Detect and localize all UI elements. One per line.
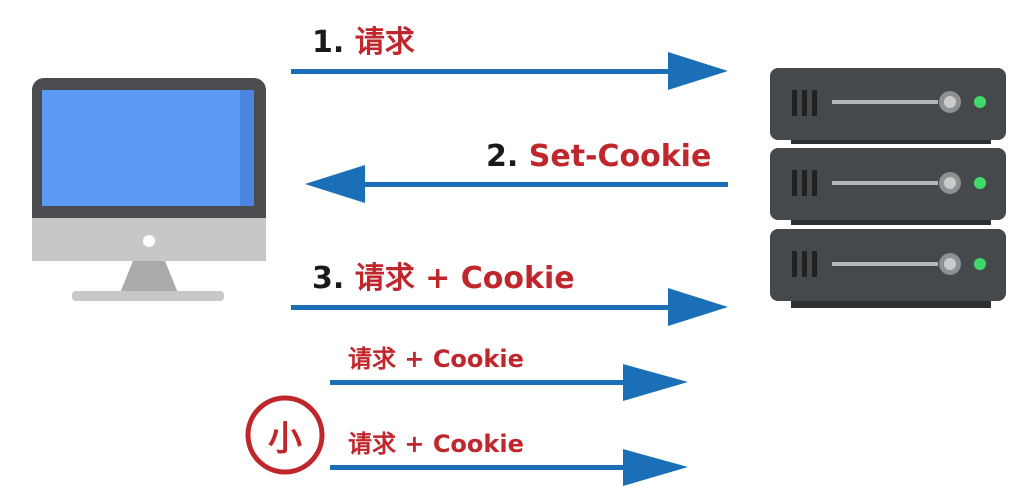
step-text: 请求 + Cookie — [354, 261, 575, 296]
step-text: 请求 + Cookie — [348, 430, 524, 458]
arrow-label-3: 3. 请求 + Cookie — [312, 264, 575, 294]
step-text: 请求 + Cookie — [348, 345, 524, 373]
arrow-request-3 — [291, 288, 728, 326]
computer-icon — [32, 78, 266, 301]
arrow-label-2: 2. Set-Cookie — [486, 142, 711, 172]
step-number: 1. — [312, 25, 345, 60]
step-text: 请求 — [354, 25, 415, 60]
step-number: 3. — [312, 261, 345, 296]
badge-circle — [245, 395, 325, 475]
arrow-set-cookie — [305, 165, 728, 203]
server-icon — [770, 68, 1006, 308]
arrow-request-5 — [330, 449, 688, 486]
arrow-label-1: 1. 请求 — [312, 28, 415, 58]
arrow-label-5: 请求 + Cookie — [348, 432, 524, 456]
arrow-request-1 — [291, 52, 728, 90]
arrow-request-4 — [330, 364, 688, 401]
step-text: Set-Cookie — [528, 139, 712, 174]
badge-logo: 小 — [268, 418, 302, 459]
step-number: 2. — [486, 139, 519, 174]
arrow-label-4: 请求 + Cookie — [348, 347, 524, 371]
